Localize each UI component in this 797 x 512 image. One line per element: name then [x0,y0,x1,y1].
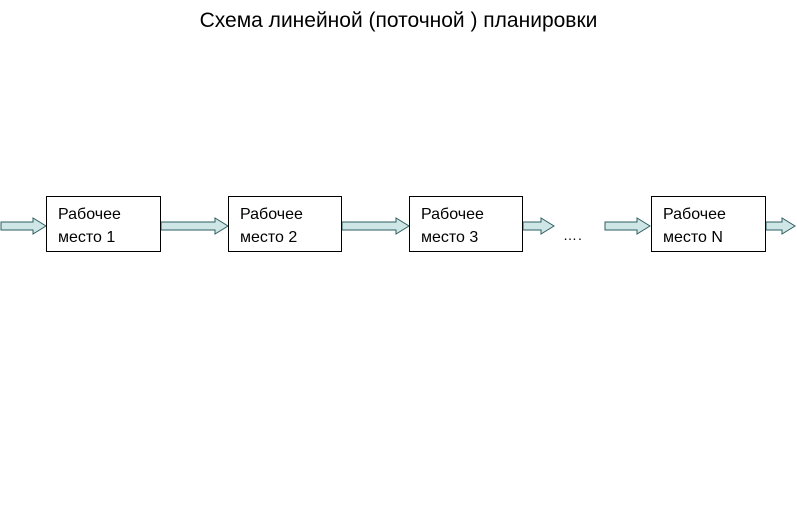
workstation-n: Рабочее место N [651,196,766,252]
workstation-3: Рабочее место 3 [409,196,523,252]
workstation-label: Рабочее [663,206,726,223]
workstation-number: место 3 [421,229,479,246]
input-arrow [0,217,47,235]
workstation-1: Рабочее место 1 [46,196,161,252]
workstation-number: место 1 [58,229,116,246]
workstation-2: Рабочее место 2 [228,196,342,252]
arrow-3-out [522,217,555,235]
arrow-into-n [604,217,651,235]
diagram-title: Схема линейной (поточной ) планировки [199,9,598,32]
arrow-2-to-3 [341,217,410,235]
workstation-label: Рабочее [240,206,303,223]
output-arrow [765,217,796,235]
arrow-1-to-2 [160,217,229,235]
workstation-label: Рабочее [421,206,484,223]
ellipsis: …. [563,227,583,243]
workstation-label: Рабочее [58,206,121,223]
workstation-number: место 2 [240,229,298,246]
workstation-number: место N [663,229,723,246]
